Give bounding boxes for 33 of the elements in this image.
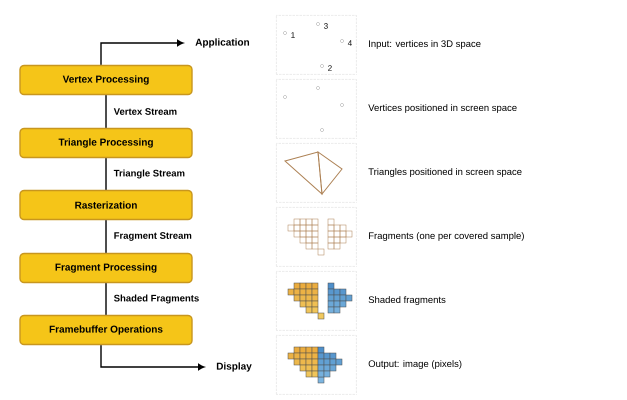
connector <box>100 345 204 370</box>
edge-label: Vertex Stream <box>112 106 179 116</box>
connector <box>100 40 184 65</box>
panel-frame <box>276 15 356 74</box>
process-box: Fragment Processing <box>19 252 193 284</box>
terminal-label: Display <box>216 362 252 372</box>
vertex-number: 1 <box>291 32 295 38</box>
edge-label: Fragment Stream <box>112 230 194 242</box>
panel-frame <box>276 335 356 394</box>
panel-frame <box>276 143 356 202</box>
connector <box>105 158 107 190</box>
panel-caption: Shaded fragments <box>368 296 446 305</box>
panel-caption: Triangles positioned in screen space <box>368 168 522 177</box>
edge-label: Shaded Fragments <box>112 293 201 305</box>
panel-frame <box>276 79 356 138</box>
process-box: Framebuffer Operations <box>19 314 193 346</box>
terminal-label: Application <box>195 38 250 48</box>
panel-caption: Input: vertices in 3D space <box>369 40 481 49</box>
vertex-number: 4 <box>348 40 352 46</box>
process-box: Vertex Processing <box>19 64 193 96</box>
panel-frame <box>276 271 356 330</box>
panel-frame <box>276 207 356 266</box>
process-box: Triangle Processing <box>19 128 193 158</box>
connector <box>105 95 107 128</box>
panel-caption: Fragments (one per covered sample) <box>368 232 524 241</box>
panel-caption: Vertices positioned in screen space <box>368 104 517 113</box>
panel-caption: Output: image (pixels) <box>368 360 462 369</box>
vertex-number: 3 <box>324 23 328 29</box>
connector <box>105 220 107 253</box>
edge-label: Triangle Stream <box>112 168 186 180</box>
vertex-number: 2 <box>328 65 332 71</box>
connector <box>105 283 107 315</box>
process-box: Rasterization <box>19 190 193 220</box>
